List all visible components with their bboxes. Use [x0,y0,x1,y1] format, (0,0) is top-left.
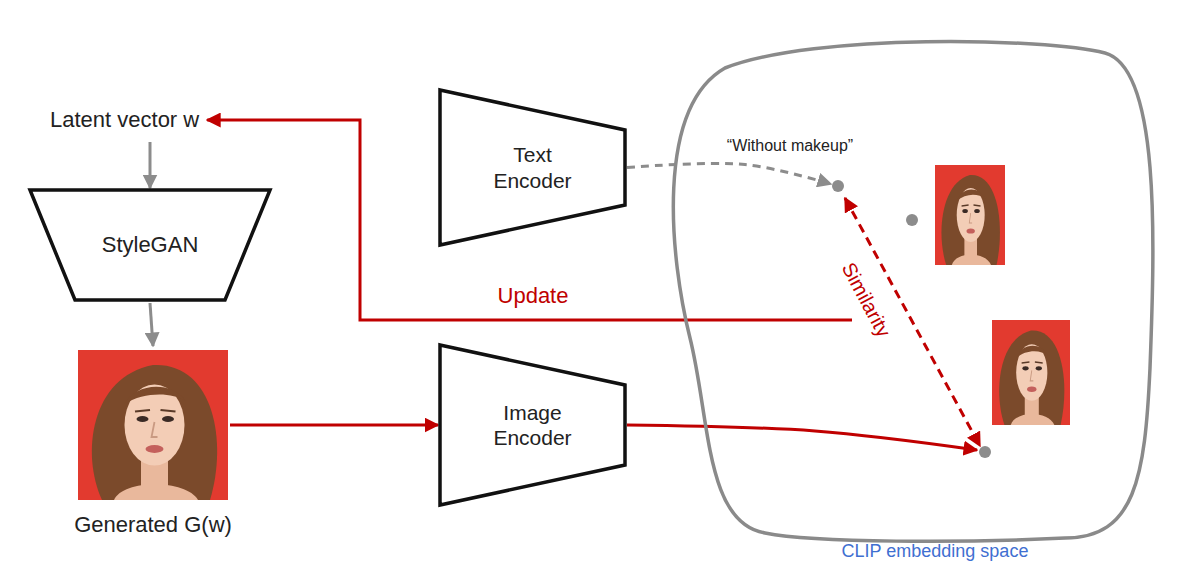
embedding-point [906,214,918,226]
text-encoder: Text Encoder [440,90,625,245]
generated-image-outline [78,350,228,500]
connector-arrow [230,424,438,427]
connector-arrow [150,303,153,346]
text-embedding-label: “Without makeup” [705,134,875,158]
clip-embedding-space-outline [665,38,1155,543]
encoder-trapezoid [440,345,625,505]
edge-label: Update [498,283,569,309]
connector-arrow [627,425,977,450]
node-text: StyleGAN [55,232,245,258]
latent-vector-label: Latent vector w [50,104,199,136]
node-text: Generated G(w) [33,512,273,538]
embedding-point [979,446,991,458]
connector-arrow [149,142,152,188]
image-encoder-outline [440,345,625,505]
node-text: Latent vector w [50,107,199,133]
node-text: Text Encoder [478,142,588,192]
encoder-trapezoid [30,190,270,300]
node-text: CLIP embedding space [690,541,1180,563]
text-encoder-outline [440,90,625,245]
clip-embedding-space: CLIP embedding space“Without makeup” [665,38,1155,543]
node-text: “Without makeup” [727,136,853,155]
stylegan-block: StyleGAN [30,190,270,300]
generated-image: Generated G(w) [78,350,228,500]
node-text: Image Encoder [478,400,588,450]
embedding-space-outline [673,42,1153,542]
connector-arrow [627,163,831,184]
face-thumbnail [935,165,1005,265]
embedding-point [832,180,844,192]
encoder-trapezoid [440,90,625,245]
similarity-label: Similarity [837,259,895,341]
generated-face [78,350,228,500]
image-encoder: Image Encoder [440,345,625,505]
face-thumbnail [992,320,1070,425]
